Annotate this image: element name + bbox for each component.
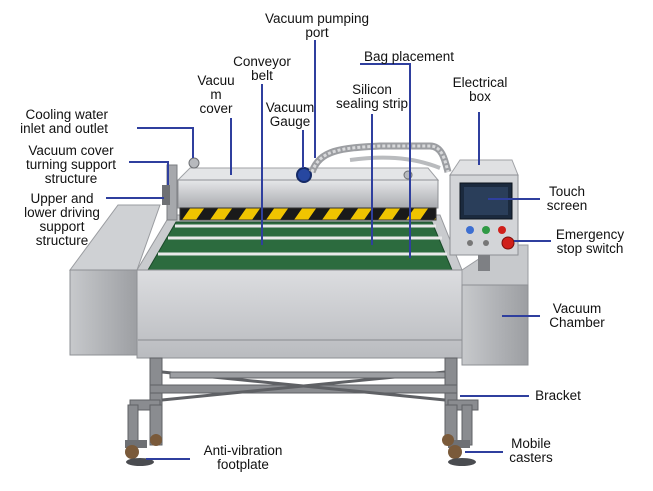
label-mobile-casters: Mobile casters	[509, 436, 553, 465]
leader-lines	[106, 40, 551, 460]
label-emergency-stop: Emergency stop switch	[555, 227, 625, 256]
leader-bag-placement	[360, 63, 411, 258]
label-bag-placement: Bag placement	[364, 49, 455, 64]
emergency-stop-button	[501, 236, 515, 250]
conveyor-rollers	[158, 224, 447, 256]
caster-right-rear	[442, 434, 454, 446]
label-cooling-water: Cooling water inlet and outlet	[20, 107, 108, 136]
leader-cooling-water	[137, 127, 194, 158]
bracket-frame	[127, 357, 479, 446]
right-wing-front	[461, 284, 529, 366]
hazard-stripe	[179, 207, 437, 221]
label-vacuum-cover: Vacuu m cover	[197, 73, 235, 116]
label-touch-screen: Touch screen	[546, 184, 588, 213]
vacuum-chamber-front	[136, 269, 463, 359]
caster-left-rear	[150, 434, 162, 446]
label-anti-vibration: Anti-vibration footplate	[203, 443, 283, 472]
control-buttons	[466, 226, 506, 246]
label-vacuum-gauge: Vacuum Gauge	[265, 100, 315, 129]
label-conveyor-belt: Conveyor belt	[233, 54, 291, 83]
label-cover-turning-support: Vacuum cover turning support structure	[25, 143, 117, 186]
electrical-box-top	[449, 159, 519, 176]
cooling-hose	[349, 155, 441, 170]
label-silicon-sealing-strip: Silicon sealing strip	[335, 82, 409, 111]
left-wing-front	[69, 269, 139, 356]
label-vacuum-pumping-port: Vacuum pumping port	[264, 11, 370, 40]
leader-cover-turning	[129, 161, 169, 185]
cooling-valve	[188, 157, 200, 169]
conveyor-belt-area	[147, 221, 453, 271]
caster-right	[448, 440, 476, 466]
vacuum-gauge	[296, 167, 312, 183]
label-bracket: Bracket	[535, 388, 581, 403]
label-vacuum-chamber: Vacuum Chamber	[549, 301, 605, 330]
label-electrical-box: Electrical box	[452, 75, 508, 104]
vacuum-cover-body	[177, 179, 439, 209]
label-driving-support: Upper and lower driving support structur…	[24, 191, 100, 248]
